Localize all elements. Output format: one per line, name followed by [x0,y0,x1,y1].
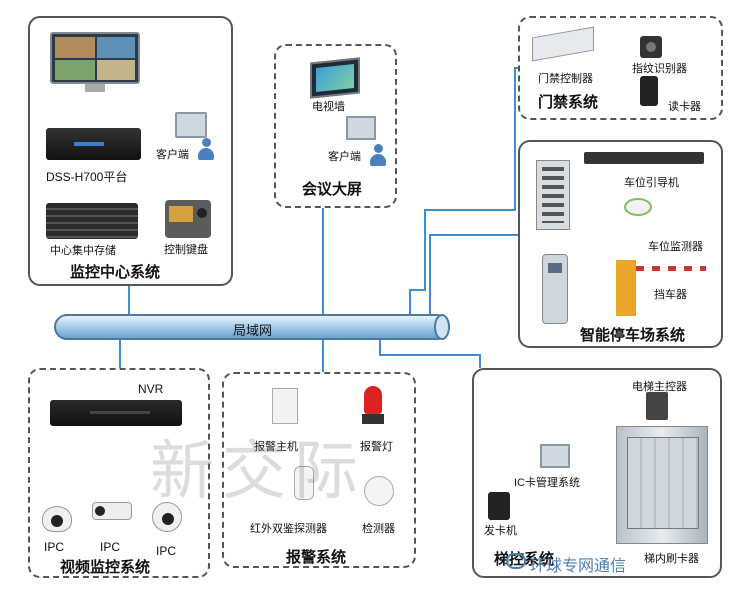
wire-access-lan [409,67,518,314]
detector-label: 车位监测器 [648,241,703,253]
watermark: 新交际 [150,435,366,509]
alarm-title: 报警系统 [286,549,347,566]
ic-management-pc-icon [540,444,570,468]
keyboard-label: 控制键盘 [164,244,208,256]
tv-wall-icon [310,57,360,99]
parking-title: 智能停车场系统 [580,327,686,344]
ticket-machine-icon [542,254,568,324]
dss-server-icon [46,128,141,160]
meeting-client-pc-icon [346,116,376,140]
monitor-center-panel: DSS-H700平台 客户端 中心集中存储 控制键盘 监控中心系统 [28,16,233,286]
meeting-user-icon [370,144,386,166]
elevator-panel: 电梯主控器 IC卡管理系统 发卡机 梯控系统 梯内刷卡器 [472,368,722,578]
video-title: 视频监控系统 [60,559,151,576]
control-keyboard-icon [165,200,211,238]
alarm-host-label: 报警主机 [254,441,298,453]
barrier-label: 挡车器 [654,289,687,301]
tv-wall-label: 电视墙 [312,101,345,113]
meeting-panel: 电视墙 客户端 会议大屏 [274,44,397,208]
smoke-detector-icon [364,476,394,506]
video-wall-monitor-icon [50,32,140,94]
user-icon [198,138,214,160]
alarm-lamp-label: 报警灯 [360,441,393,453]
storage-label: 中心集中存储 [50,245,116,257]
client-pc-icon [175,112,207,138]
alarm-panel: 报警主机 报警灯 红外双鉴探测器 检测器 报警系统 [222,372,416,568]
wechat-footer: 环球专网通信 [506,552,627,576]
wechat-account-label: 环球专网通信 [530,558,627,575]
door-controller-label: 门禁控制器 [538,73,593,85]
nvr-icon [50,400,182,426]
ipc2-label: IPC [100,540,121,554]
meeting-client-label: 客户端 [328,151,361,163]
fingerprint-label: 指纹识别器 [632,63,687,75]
wechat-icon [506,553,526,569]
lan-label: 局域网 [233,323,273,338]
alarm-lamp-icon [362,386,384,426]
card-issuer-icon [488,492,510,520]
meeting-title: 会议大屏 [302,181,363,198]
elevator-controller-icon [646,392,668,420]
fingerprint-reader-icon [640,36,662,58]
ptz-camera-icon [152,502,182,532]
client-label: 客户端 [156,149,189,161]
wire-lan-elevator [379,340,481,368]
bullet-camera-icon [92,502,132,520]
parking-panel: 车位引导机 车位监测器 挡车器 智能停车场系统 [518,140,723,348]
in-car-reader-label: 梯内刷卡器 [644,553,699,565]
wire-parking-lan [429,234,518,314]
lan-bus: 局域网 [54,314,450,340]
storage-array-icon [46,203,138,239]
guidance-label: 车位引导机 [624,177,679,189]
nvr-label: NVR [138,382,164,396]
ipc1-label: IPC [44,540,65,554]
access-title: 门禁系统 [538,94,599,111]
ipc3-label: IPC [156,544,177,558]
elevator-car-icon [616,426,708,544]
monitor-center-title: 监控中心系统 [70,264,161,281]
dome-camera-icon [42,506,72,532]
card-reader-label: 读卡器 [668,101,701,113]
alarm-host-icon [272,388,298,424]
card-reader-icon [640,76,658,106]
issuer-label: 发卡机 [484,525,517,537]
door-controller-icon [532,26,594,62]
space-detector-icon [624,198,652,216]
pir-label: 红外双鉴探测器 [250,523,327,535]
access-panel: 门禁控制器 指纹识别器 读卡器 门禁系统 [518,16,723,120]
elevator-main-label: 电梯主控器 [632,381,687,393]
detector-label: 检测器 [362,523,395,535]
barrier-gate-icon [616,260,706,316]
video-panel: NVR IPC IPC IPC 视频监控系统 [28,368,210,578]
dss-label: DSS-H700平台 [46,170,128,184]
guidance-display-icon [584,152,704,164]
ic-mgmt-label: IC卡管理系统 [514,477,580,489]
parking-terminal-icon [536,160,570,230]
pir-detector-icon [294,466,314,500]
